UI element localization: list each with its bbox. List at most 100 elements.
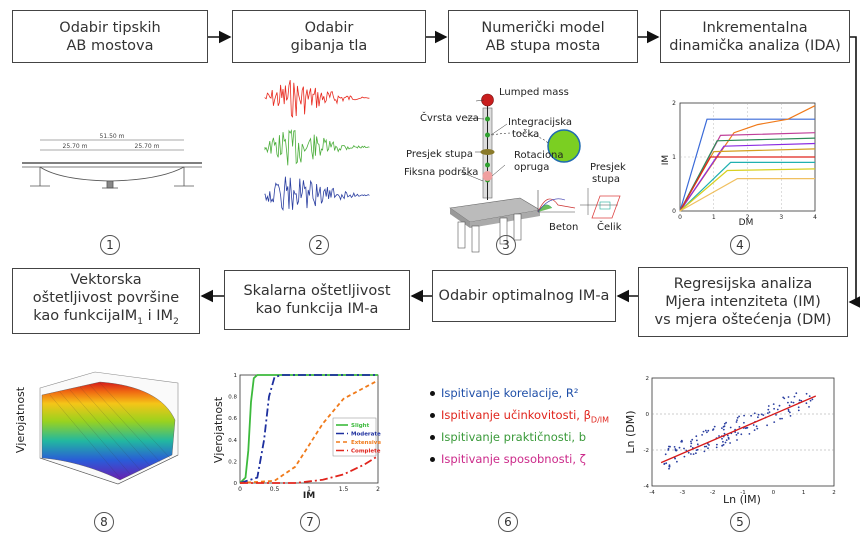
- criteria-text-3: Ispitivanje praktičnosti, b: [441, 430, 587, 444]
- regression-point: [705, 445, 708, 448]
- regression-point: [775, 414, 777, 416]
- regression-point: [748, 433, 751, 435]
- legend-label-moderate: Moderate: [351, 432, 381, 438]
- regression-point: [757, 416, 759, 419]
- regression-fit-line: [660, 395, 817, 464]
- ida-xtick: 3: [779, 214, 783, 221]
- criteria-item-2: Ispitivanje učinkovitosti, βD/IM: [430, 408, 609, 424]
- regression-point: [753, 412, 756, 415]
- regression-point: [707, 429, 710, 432]
- model-label-beton: Beton: [549, 222, 578, 233]
- step-2-label: Odabir gibanja tla: [290, 19, 368, 54]
- regression-point: [736, 416, 739, 419]
- fragility-xtick: 2: [376, 486, 380, 493]
- regression-point: [676, 460, 678, 463]
- step-number-7: 7: [300, 512, 320, 532]
- regression-xtick: -2: [710, 490, 715, 496]
- fragility-ylabel: Vjerojatnost: [212, 396, 225, 463]
- ida-curve-8: [679, 161, 815, 212]
- bullet-icon: [430, 413, 435, 418]
- bullet-icon: [430, 391, 435, 396]
- regression-xtick: 2: [832, 490, 836, 496]
- ida-curve-4: [679, 137, 816, 212]
- regression-point: [767, 408, 770, 411]
- regression-point: [738, 415, 740, 418]
- regression-point: [722, 425, 725, 428]
- regression-point: [683, 447, 685, 450]
- regression-point: [727, 436, 730, 439]
- step-7-label: Skalarna oštetljivost kao funkcija IM-a: [243, 283, 391, 317]
- regression-point: [736, 439, 738, 441]
- regression-point: [787, 408, 790, 411]
- ida-xtick: 1: [712, 214, 716, 221]
- regression-point: [668, 465, 671, 468]
- regression-point: [702, 430, 705, 433]
- regression-point: [787, 396, 790, 398]
- regression-point: [778, 404, 781, 407]
- fragility-ytick: 1: [234, 373, 238, 379]
- regression-xtick: -4: [649, 490, 655, 496]
- bridge-span1-label: 25.70 m: [63, 143, 88, 150]
- fragility-surface: [39, 371, 179, 485]
- bullet-icon: [430, 457, 435, 462]
- criteria-item-3: Ispitivanje praktičnosti, b: [430, 430, 586, 444]
- regression-point: [696, 443, 699, 446]
- step-number-2: 2: [309, 235, 329, 255]
- model-label-presjek-stupa: Presjek stupa: [406, 149, 473, 160]
- regression-point: [790, 401, 793, 403]
- fragility-xtick: 1: [307, 486, 311, 493]
- regression-point: [755, 425, 758, 428]
- regression-point: [773, 407, 775, 410]
- regression-point: [674, 457, 676, 460]
- regression-point: [746, 426, 749, 429]
- criteria-item-1: Ispitivanje korelacije, R²: [430, 386, 578, 400]
- legend-label-slight: Slight: [351, 423, 370, 429]
- regression-point: [722, 440, 724, 443]
- ground-motion-records: [264, 80, 370, 212]
- regression-point: [716, 443, 718, 446]
- regression-xtick: -3: [680, 490, 686, 496]
- fragility-ytick: 0: [234, 481, 238, 487]
- regression-point: [743, 414, 745, 417]
- model-label-fiksna: Fiksna podrška: [404, 166, 478, 178]
- regression-ytick: -4: [644, 484, 650, 490]
- regression-point: [756, 427, 759, 430]
- ida-xtick: 4: [813, 214, 817, 221]
- regression-point: [729, 426, 732, 429]
- step-7-box: Skalarna oštetljivost kao funkcija IM-a: [224, 270, 410, 330]
- surface-ylabel: Vjerojatnost: [14, 386, 27, 453]
- regression-point: [781, 417, 783, 420]
- regression-point: [800, 399, 803, 402]
- regression-point: [667, 449, 670, 451]
- regression-ytick: -2: [644, 448, 649, 454]
- ida-curve-10: [679, 178, 815, 212]
- ida-curve-5: [679, 142, 816, 212]
- ground-motion-red: [264, 80, 370, 118]
- step-3-label: Numerički model AB stupa mosta: [481, 19, 605, 54]
- regression-point: [701, 434, 703, 436]
- regression-point: [753, 429, 756, 431]
- model-label-stupa: stupa: [592, 174, 620, 185]
- criteria-text-2: Ispitivanje učinkovitosti, β: [441, 408, 591, 422]
- regression-point: [704, 429, 707, 432]
- regression-point: [725, 439, 728, 441]
- regression-point: [738, 426, 741, 428]
- step-number-5: 5: [730, 512, 750, 532]
- regression-point: [680, 440, 683, 443]
- regression-point: [690, 442, 693, 445]
- regression-point: [723, 432, 726, 435]
- ida-ytick: 1: [672, 154, 676, 161]
- fragility-ytick: 0.4: [228, 438, 237, 444]
- step-6-label: Odabir optimalnog IM-a: [438, 288, 610, 304]
- regression-point: [674, 448, 677, 450]
- model-label-presjek: Presjek: [590, 162, 626, 173]
- ida-curve-7: [679, 156, 815, 212]
- arrow-4-5: [848, 36, 860, 309]
- ida-ylabel: IM: [661, 155, 671, 165]
- regression-point: [721, 444, 724, 447]
- model-label-integ: Integracijska: [508, 117, 572, 128]
- fragility-xtick: 0.5: [270, 486, 280, 493]
- ida-xtick: 2: [746, 214, 750, 221]
